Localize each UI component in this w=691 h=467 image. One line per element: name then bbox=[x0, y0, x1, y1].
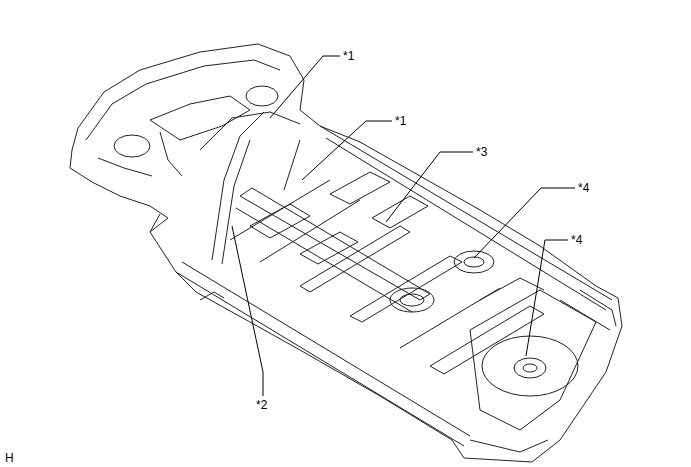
callout-number: *1 bbox=[394, 114, 407, 128]
callout-number: *2 bbox=[255, 398, 268, 412]
leader-lines bbox=[232, 56, 575, 396]
callout-number: *4 bbox=[577, 181, 590, 195]
callout-number: *4 bbox=[570, 233, 583, 247]
callout-number: *3 bbox=[475, 145, 488, 159]
callout-number: *1 bbox=[342, 49, 355, 63]
body-frame bbox=[70, 44, 622, 462]
figure-code: H bbox=[4, 451, 15, 465]
